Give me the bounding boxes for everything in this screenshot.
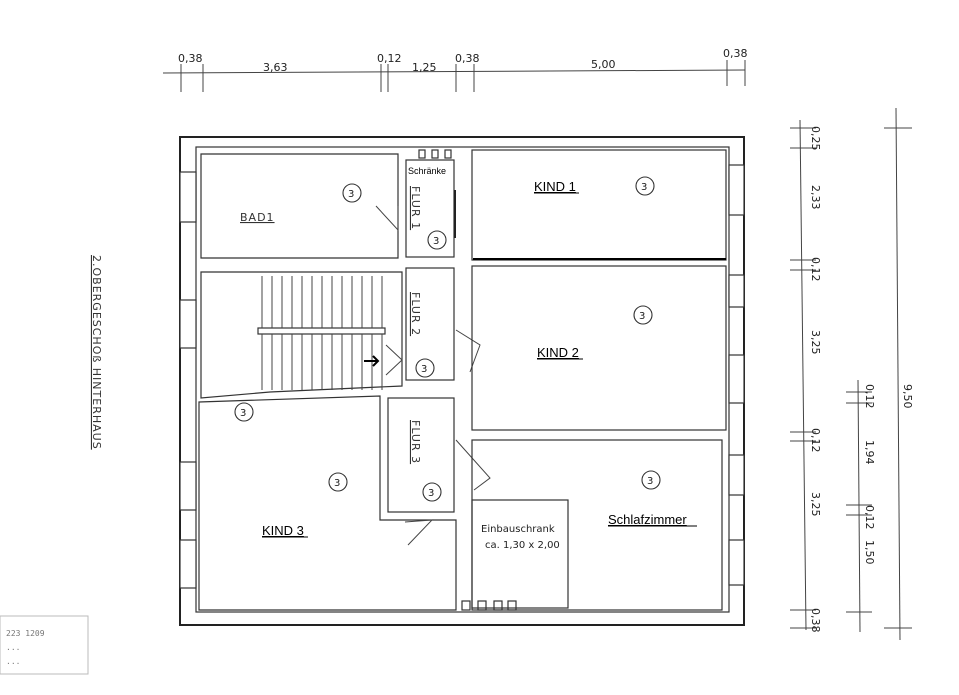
stamp-line-2: ...	[6, 643, 20, 652]
top-dimension-chain: 0,38 3,63 0,12 1,25 0,38 5,00 0,38	[162, 47, 748, 92]
flur3-label: FLUR 3	[409, 420, 422, 464]
marker-circle	[328, 472, 348, 492]
room-kind3-label: KIND 3	[262, 523, 304, 538]
flur1-label: FLUR 1	[409, 186, 422, 230]
marker-number: 3	[428, 488, 434, 499]
room-kind3: KIND 3 3 3	[198, 395, 457, 611]
marker-number: 3	[240, 408, 246, 419]
faded-stamp: 223 1209 ... ...	[0, 615, 89, 675]
dim-inner-2: 0,12	[863, 505, 876, 530]
dim-right-3: 3,25	[809, 330, 822, 355]
left-windows	[179, 171, 197, 589]
room-kind2-label: KIND 2	[537, 345, 579, 360]
stair-arrow-icon	[364, 355, 380, 367]
room-flur2: FLUR 2 3	[405, 267, 481, 381]
wardrobe-label-2: ca. 1,30 x 2,00	[485, 540, 560, 551]
right-dimension-chain-inner: 0,12 1,94 0,12 1,50	[846, 379, 876, 633]
dim-right-1: 2,33	[809, 185, 822, 210]
dim-inner-0: 0,12	[863, 384, 876, 409]
room-kind2: KIND 2 3	[471, 265, 727, 431]
right-dimension-chain-outer: 0,25 2,33 0,12 3,25 0,12 3,25 0,38	[790, 119, 822, 633]
room-schlafzimmer-label: Schlafzimmer	[608, 512, 687, 527]
room-flur3: FLUR 3 3	[387, 397, 491, 513]
dim-right-0: 0,25	[809, 126, 822, 151]
dim-right-6: 0,38	[809, 608, 822, 633]
room-kind1-label: KIND 1	[534, 179, 576, 194]
wardrobe-label-1: Einbauschrank	[481, 524, 555, 535]
marker-circle	[422, 482, 442, 502]
stamp-line-1: 223 1209	[6, 629, 45, 638]
marker-circle	[234, 402, 254, 422]
marker-circle	[641, 470, 661, 490]
marker-circle	[427, 230, 447, 250]
marker-circle	[635, 176, 655, 196]
vertical-title: 2.OBERGESCHOß HINTERHAUS	[90, 255, 103, 450]
marker-number: 3	[641, 182, 647, 193]
marker-number: 3	[334, 478, 340, 489]
marker-circle	[342, 183, 362, 203]
stamp-line-3: ...	[6, 657, 20, 666]
marker-circle	[415, 358, 435, 378]
dim-top-3: 1,25	[412, 61, 437, 74]
room-bad: BAD1 3	[200, 153, 399, 259]
overall-height-dimension: 9,50	[884, 107, 914, 641]
dim-top-2: 0,12	[377, 52, 402, 65]
stair-steps	[261, 276, 383, 390]
dim-inner-1: 1,94	[863, 440, 876, 465]
room-kind1: KIND 1 3	[471, 149, 727, 261]
marker-number: 3	[647, 476, 653, 487]
marker-number: 3	[433, 236, 439, 247]
marker-number: 3	[348, 189, 354, 200]
schraenke-label: Schränke	[408, 166, 446, 176]
room-flur1: Schränke FLUR 1 3	[405, 149, 456, 258]
dim-overall: 9,50	[901, 384, 914, 409]
dim-top-1: 3,63	[263, 61, 288, 74]
dim-top-4: 0,38	[455, 52, 480, 65]
flur2-label: FLUR 2	[409, 292, 422, 336]
stairwell	[200, 271, 403, 399]
dim-right-5: 3,25	[809, 492, 822, 517]
dim-inner-3: 1,50	[863, 540, 876, 565]
marker-circle	[633, 305, 653, 325]
dim-top-6: 0,38	[723, 47, 748, 60]
room-bad-label: BAD1	[240, 211, 275, 224]
dim-top-0: 0,38	[178, 52, 203, 65]
marker-number: 3	[639, 311, 645, 322]
dim-right-4: 0,12	[809, 428, 822, 453]
dim-right-2: 0,12	[809, 257, 822, 282]
room-schlafzimmer: Schlafzimmer Einbauschrank ca. 1,30 x 2,…	[461, 439, 723, 611]
marker-number: 3	[421, 364, 427, 375]
dim-top-5: 5,00	[591, 58, 616, 71]
right-windows	[728, 164, 745, 586]
